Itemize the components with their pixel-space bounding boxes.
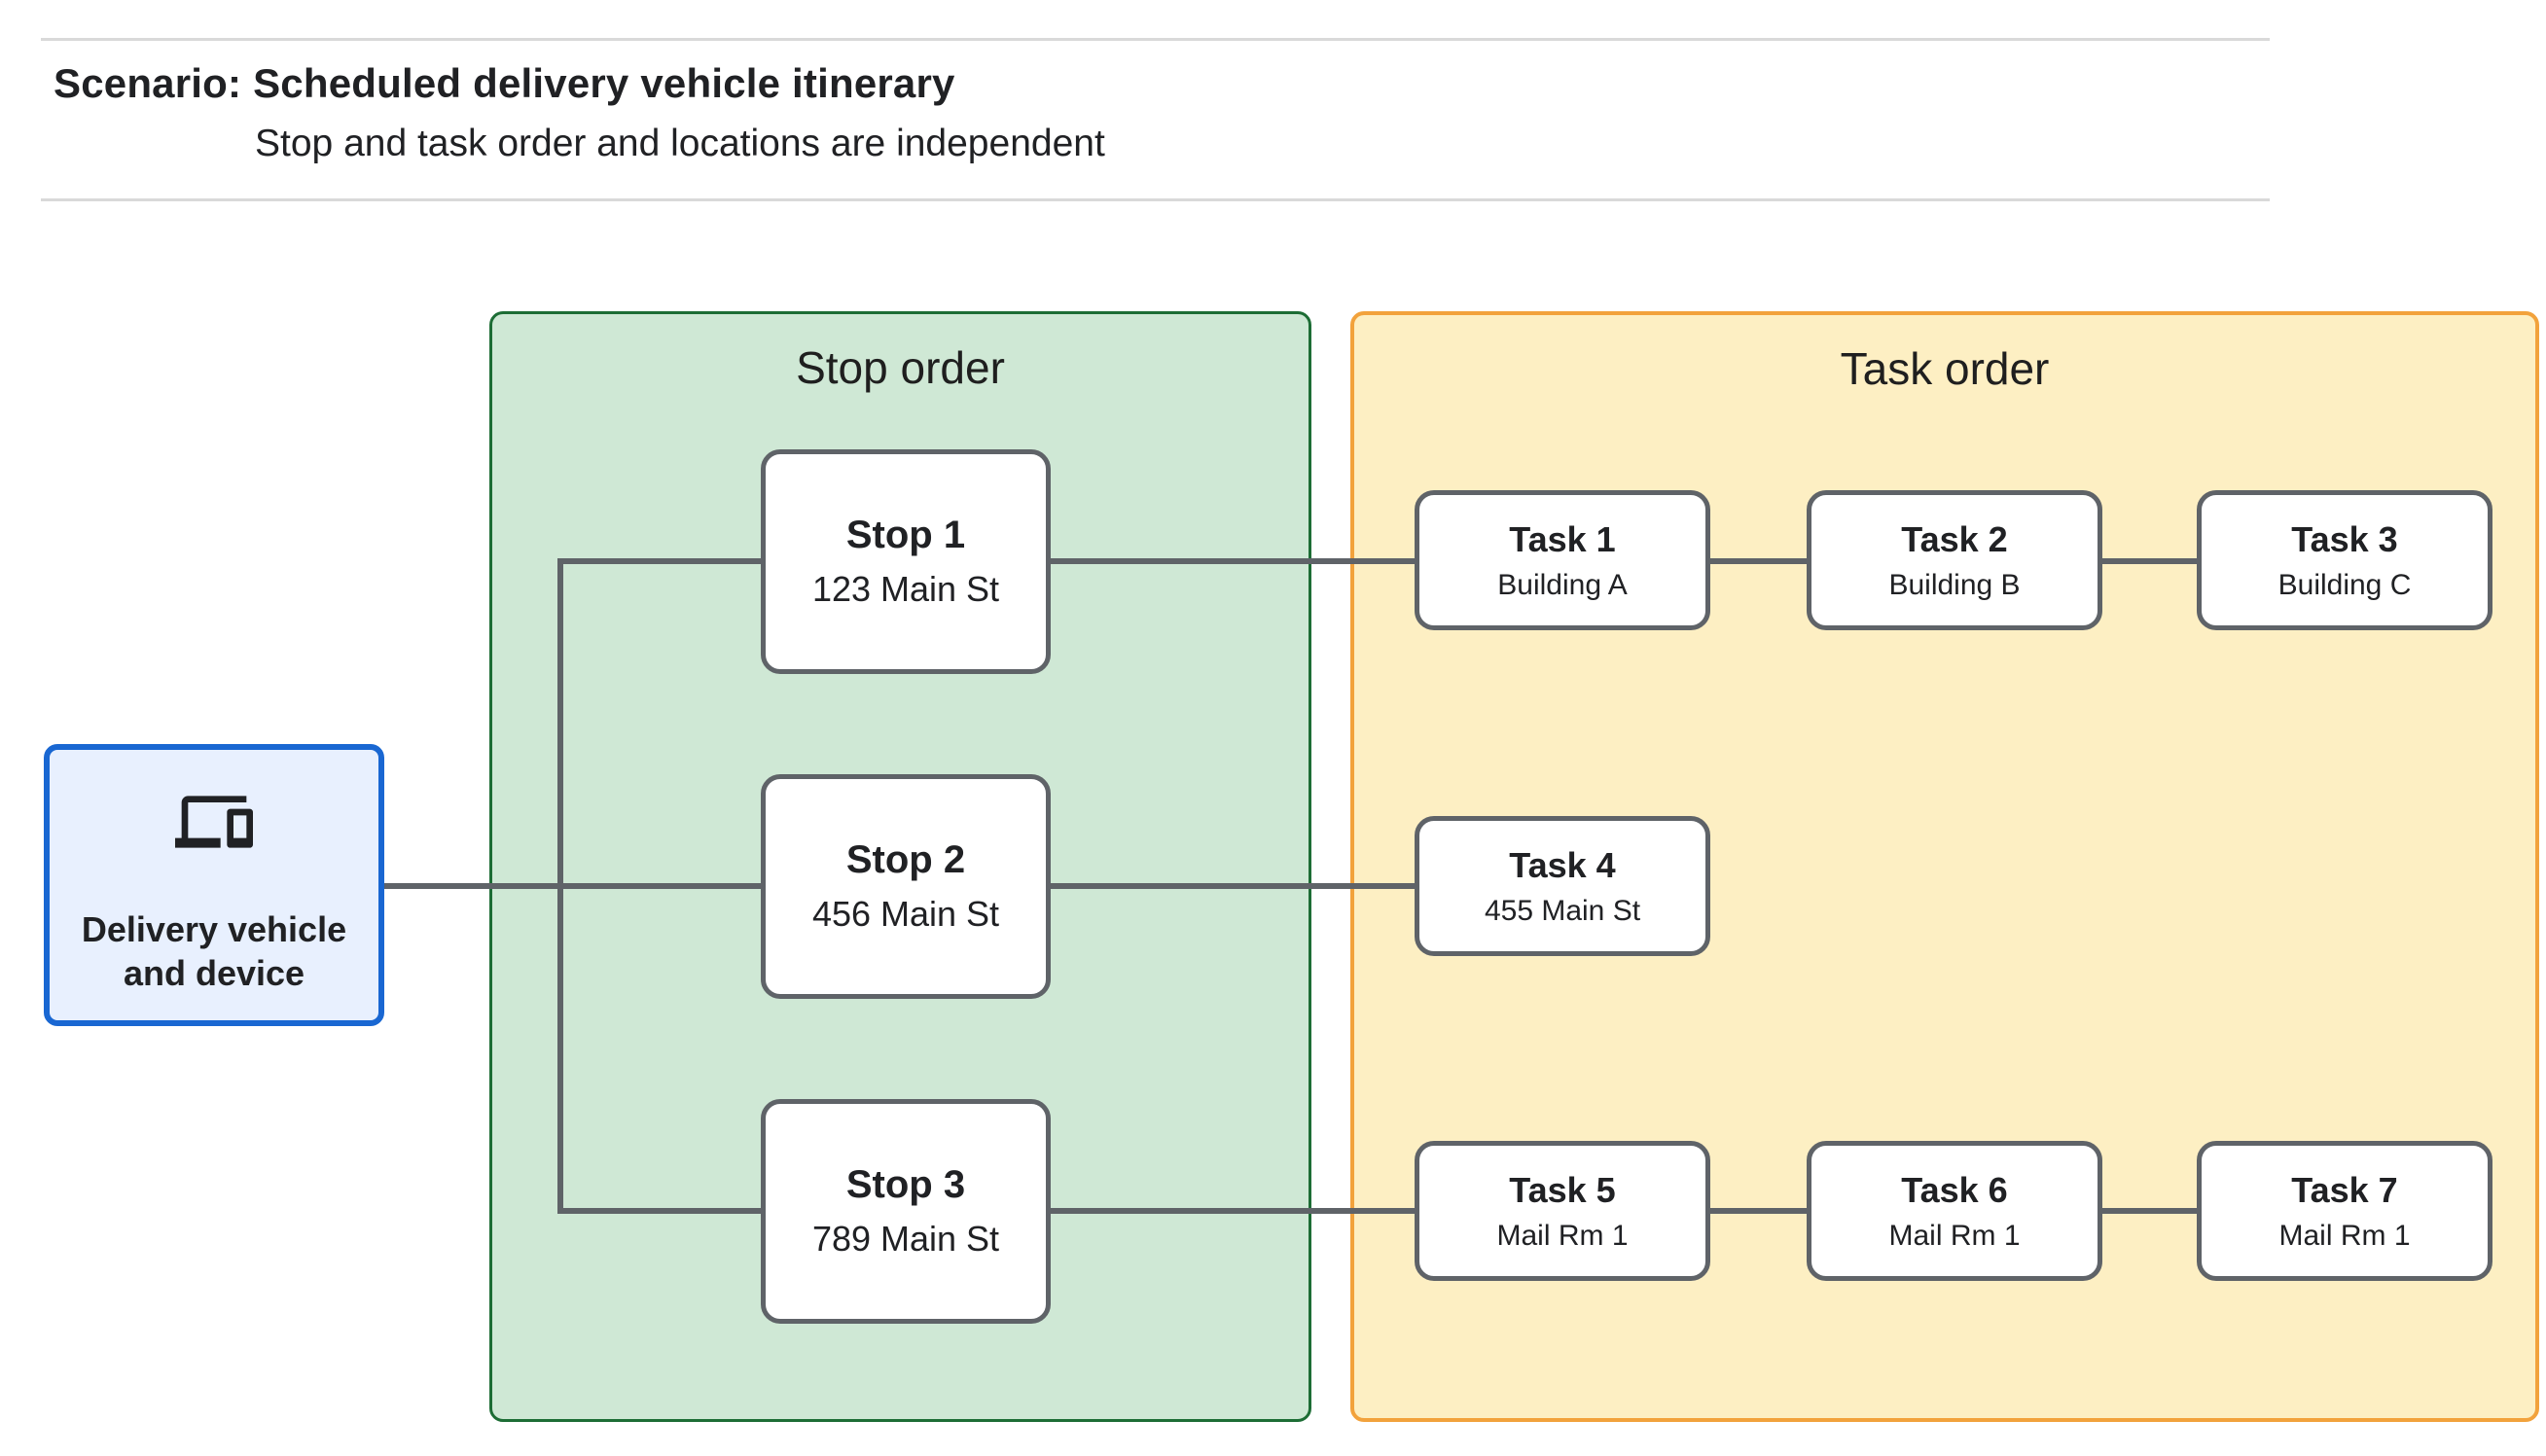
task-4-title: Task 4 [1509, 844, 1616, 885]
task-2-location: Building B [1888, 568, 2021, 601]
connector-task2-to-task3 [2099, 558, 2199, 564]
task-5-location: Mail Rm 1 [1496, 1219, 1629, 1252]
stop-3-title: Stop 3 [845, 1163, 966, 1206]
task-1-node: Task 1 Building A [1415, 490, 1710, 630]
task-6-title: Task 6 [1901, 1169, 2008, 1210]
page-title: Scenario: Scheduled delivery vehicle iti… [54, 60, 955, 106]
stop-2-title: Stop 2 [845, 838, 966, 881]
stop-1-title: Stop 1 [845, 514, 966, 556]
connector-task5-to-task6 [1708, 1208, 1809, 1214]
stop-3-node: Stop 3 789 Main St [761, 1099, 1051, 1324]
page-subtitle: Stop and task order and locations are in… [255, 123, 1105, 164]
header-divider [41, 198, 2270, 201]
connector-vehicle-to-stop2 [381, 883, 761, 889]
delivery-vehicle-node: Delivery vehicle and device [44, 744, 384, 1026]
connector-stop1-to-task1 [1049, 558, 1416, 564]
connector-task1-to-task2 [1708, 558, 1809, 564]
task-6-node: Task 6 Mail Rm 1 [1807, 1141, 2102, 1281]
task-3-title: Task 3 [2291, 518, 2398, 559]
stop-1-address: 123 Main St [811, 569, 1000, 609]
task-order-panel-title: Task order [1840, 343, 2050, 394]
task-2-node: Task 2 Building B [1807, 490, 2102, 630]
stop-order-panel-title: Stop order [796, 342, 1005, 393]
task-7-node: Task 7 Mail Rm 1 [2197, 1141, 2492, 1281]
stop-2-address: 456 Main St [811, 894, 1000, 934]
connector-trunk-to-stop1 [560, 558, 761, 564]
task-2-title: Task 2 [1901, 518, 2008, 559]
task-5-node: Task 5 Mail Rm 1 [1415, 1141, 1710, 1281]
delivery-vehicle-label: Delivery vehicle and device [81, 909, 347, 993]
task-3-location: Building C [2277, 568, 2412, 601]
task-1-title: Task 1 [1509, 518, 1616, 559]
task-4-node: Task 4 455 Main St [1415, 816, 1710, 956]
task-1-location: Building A [1497, 568, 1628, 601]
connector-trunk-to-stop3 [560, 1208, 761, 1214]
stop-3-address: 789 Main St [811, 1219, 1000, 1259]
task-3-node: Task 3 Building C [2197, 490, 2492, 630]
connector-stop3-to-task5 [1049, 1208, 1416, 1214]
task-4-location: 455 Main St [1484, 894, 1641, 927]
stop-1-node: Stop 1 123 Main St [761, 449, 1051, 674]
devices-icon [175, 796, 253, 848]
stop-2-node: Stop 2 456 Main St [761, 774, 1051, 999]
task-7-title: Task 7 [2291, 1169, 2398, 1210]
top-divider [41, 38, 2270, 41]
task-5-title: Task 5 [1509, 1169, 1616, 1210]
task-6-location: Mail Rm 1 [1888, 1219, 2021, 1252]
task-7-location: Mail Rm 1 [2278, 1219, 2411, 1252]
connector-stop2-to-task4 [1049, 883, 1416, 889]
connector-task6-to-task7 [2099, 1208, 2199, 1214]
